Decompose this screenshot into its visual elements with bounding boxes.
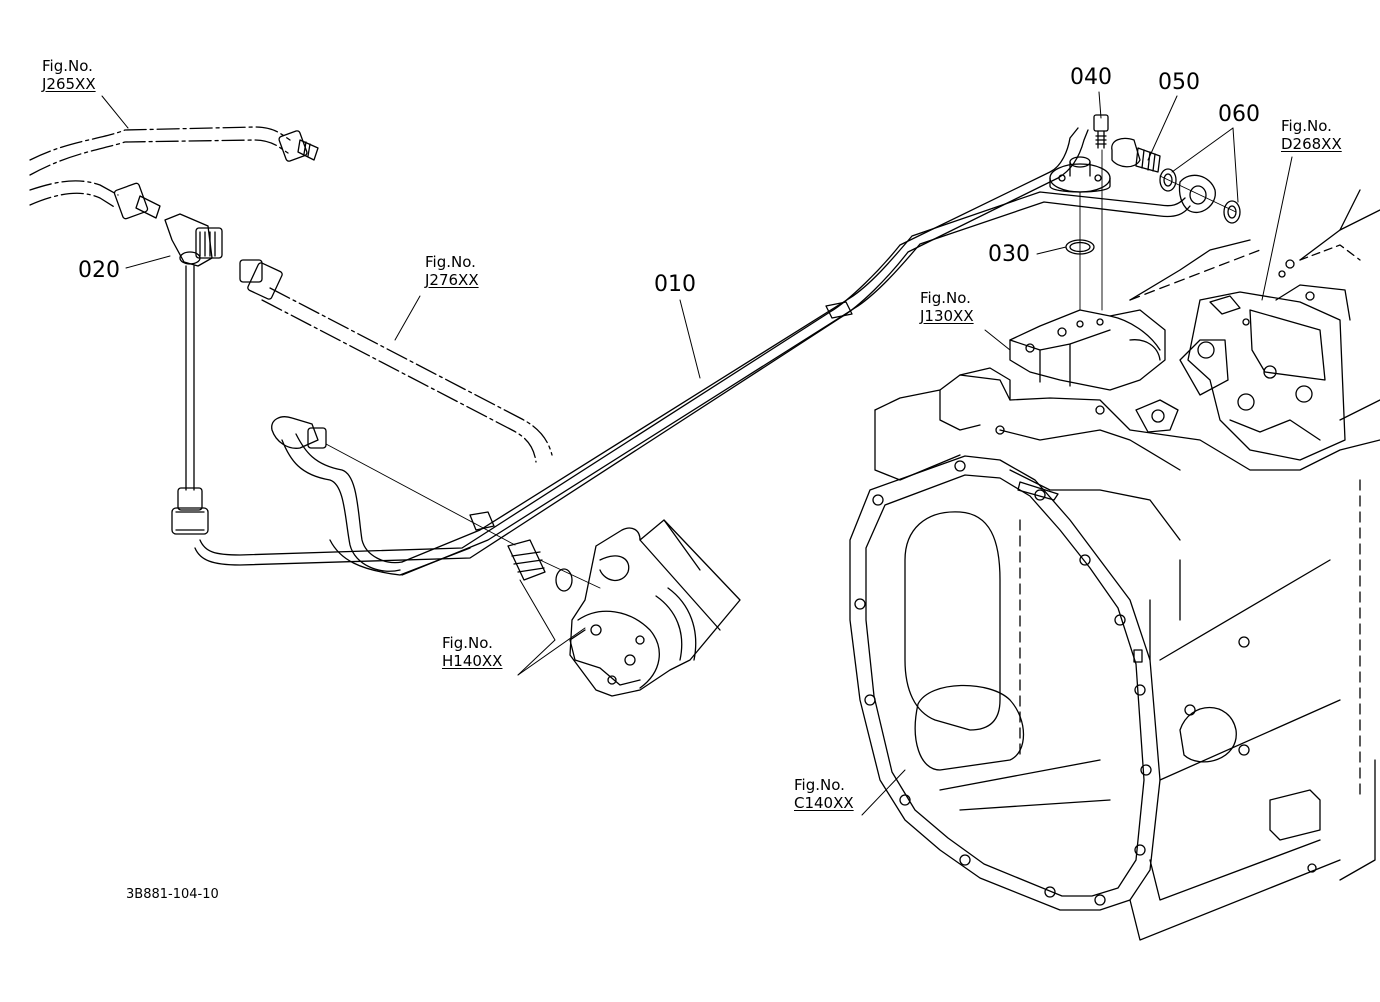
flange-fitting — [1049, 156, 1111, 193]
fig-ref-d268[interactable]: Fig.No. D268XX — [1281, 117, 1342, 153]
banjo-bolt-050 — [1111, 137, 1161, 173]
fig-ref-h140[interactable]: Fig.No. H140XX — [442, 634, 502, 670]
fig-ref-code: J276XX — [425, 271, 479, 289]
part-label-050: 050 — [1158, 70, 1200, 95]
part-label-010: 010 — [654, 272, 696, 297]
fig-ref-prefix: Fig.No. — [425, 253, 476, 271]
fig-ref-c140[interactable]: Fig.No. C140XX — [794, 776, 854, 812]
fig-ref-code: C140XX — [794, 794, 854, 812]
valve-block-j130 — [1009, 309, 1179, 433]
fig-ref-code: J265XX — [42, 75, 96, 93]
fig-ref-prefix: Fig.No. — [794, 776, 845, 794]
fig-ref-code: J130XX — [920, 307, 974, 325]
leader-lines — [101, 91, 1293, 816]
fig-ref-j130[interactable]: Fig.No. J130XX — [920, 289, 974, 325]
pipe-010 — [194, 127, 1191, 576]
banjo-fitting — [1178, 174, 1216, 214]
fig-ref-j276[interactable]: Fig.No. J276XX — [425, 253, 479, 289]
part-label-060: 060 — [1218, 102, 1260, 127]
fig-ref-prefix: Fig.No. — [920, 289, 971, 307]
ref-pipe-j265 — [29, 126, 291, 209]
fitting-j265-lower — [113, 182, 161, 220]
tube-vertical — [185, 265, 195, 491]
part-label-020: 020 — [78, 258, 120, 283]
fitting-010-left — [271, 416, 327, 449]
fig-ref-j265[interactable]: Fig.No. J265XX — [42, 57, 96, 93]
fig-ref-prefix: Fig.No. — [1281, 117, 1332, 135]
elbow-fitting-020 — [164, 213, 223, 267]
part-label-030: 030 — [988, 242, 1030, 267]
assembly-lines — [325, 149, 1237, 589]
fitting-j265-end — [278, 130, 319, 162]
fig-ref-prefix: Fig.No. — [442, 634, 493, 652]
fig-ref-code: D268XX — [1281, 135, 1342, 153]
fitting-j276 — [239, 259, 283, 300]
fig-ref-prefix: Fig.No. — [42, 57, 93, 75]
bolt-040 — [1093, 114, 1109, 149]
lower-fitting — [171, 487, 209, 535]
drawing-number: 3B881-104-10 — [126, 887, 219, 902]
part-label-040: 040 — [1070, 65, 1112, 90]
transmission-case-c140 — [849, 189, 1380, 941]
fig-ref-code: H140XX — [442, 652, 503, 670]
pump-h140 — [507, 519, 741, 697]
control-valve-d268 — [1179, 259, 1351, 461]
ref-pipe-j276 — [261, 287, 553, 463]
washers-060 — [1159, 168, 1241, 224]
